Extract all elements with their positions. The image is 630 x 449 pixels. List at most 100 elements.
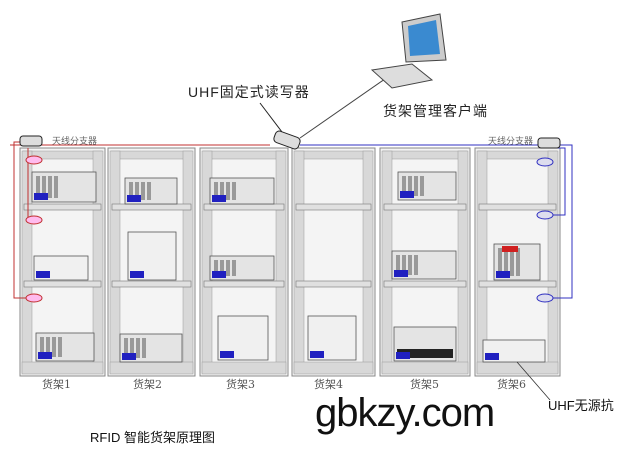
rfid-tag bbox=[122, 353, 136, 360]
cabinet-post bbox=[293, 150, 305, 374]
rack-slot bbox=[214, 260, 218, 276]
rack-slot bbox=[510, 248, 514, 276]
cabinet-top-bar bbox=[202, 150, 286, 160]
shelf-label-2: 货架2 bbox=[133, 378, 162, 391]
rack-slot bbox=[36, 176, 40, 198]
antenna-icon bbox=[25, 155, 43, 165]
antenna-icon bbox=[25, 215, 43, 225]
watermark: gbkzy.com bbox=[315, 391, 495, 435]
antenna-icon bbox=[536, 293, 554, 303]
rack-slot bbox=[226, 182, 230, 200]
keyboard-icon bbox=[370, 63, 434, 89]
shelf-board bbox=[478, 280, 557, 288]
network-cable bbox=[299, 71, 396, 139]
rack-slot bbox=[414, 255, 418, 275]
rack-slot bbox=[142, 338, 146, 358]
rfid-tag bbox=[310, 351, 324, 358]
rack-slot bbox=[48, 176, 52, 198]
shelf-board bbox=[383, 203, 467, 211]
cabinet-post bbox=[362, 150, 374, 374]
shelf-label-4: 货架4 bbox=[314, 378, 343, 391]
cabinet-base bbox=[293, 361, 374, 375]
rfid-tag bbox=[485, 353, 499, 360]
reader-label: UHF固定式读写器 bbox=[188, 84, 310, 100]
antenna-icon bbox=[25, 293, 43, 303]
rack-slot bbox=[135, 182, 139, 200]
rack-slot bbox=[402, 255, 406, 275]
rfid-tag bbox=[130, 271, 144, 278]
shelf-board bbox=[111, 280, 192, 288]
cabinet-post bbox=[457, 150, 469, 374]
rfid-tag bbox=[34, 193, 48, 200]
antenna-icon bbox=[536, 157, 554, 167]
rfid-tag bbox=[394, 270, 408, 277]
cabinet-post bbox=[275, 150, 287, 374]
rfid-tag bbox=[38, 352, 52, 359]
cabinet-base bbox=[476, 361, 559, 375]
rack-slot bbox=[232, 260, 236, 276]
cabinet-base bbox=[201, 361, 287, 375]
cabinet-frame bbox=[291, 147, 376, 377]
cabinet-post bbox=[21, 150, 33, 374]
client-label: 货架管理客户端 bbox=[383, 103, 488, 119]
diagram-title: RFID 智能货架原理图 bbox=[90, 430, 215, 445]
shelf-board bbox=[478, 203, 557, 211]
reader-pointer bbox=[259, 102, 283, 133]
shelf-board bbox=[203, 280, 285, 288]
splitter-left-icon bbox=[19, 135, 43, 147]
rack-slot bbox=[54, 176, 58, 198]
shelf-board bbox=[23, 280, 102, 288]
shelf-label-3: 货架3 bbox=[226, 378, 255, 391]
rack-slot bbox=[232, 182, 236, 200]
rack-slot bbox=[52, 337, 56, 357]
rfid-tag bbox=[36, 271, 50, 278]
rack-slot bbox=[136, 338, 140, 358]
shelf-board bbox=[295, 203, 372, 211]
rfid-tag bbox=[220, 351, 234, 358]
rfid-tag bbox=[212, 195, 226, 202]
rack-slot bbox=[396, 255, 400, 275]
shelf-label-5: 货架5 bbox=[410, 378, 439, 391]
rack-slot bbox=[124, 338, 128, 358]
cable-right-drop bbox=[548, 147, 566, 216]
cabinet-base bbox=[109, 361, 194, 375]
rack-slot bbox=[147, 182, 151, 200]
shelf-board bbox=[111, 203, 192, 211]
splitter-left-label: 天线分支器 bbox=[52, 137, 98, 147]
rack-slot bbox=[141, 182, 145, 200]
tag-label: UHF无源抗 bbox=[548, 398, 614, 413]
splitter-right-label: 天线分支器 bbox=[488, 137, 534, 147]
monitor-screen bbox=[408, 20, 440, 56]
tag-pointer bbox=[516, 361, 551, 401]
cabinet-base bbox=[21, 361, 104, 375]
cabinet-top-bar bbox=[110, 150, 193, 160]
rack-slot bbox=[414, 176, 418, 196]
rack-slot bbox=[129, 182, 133, 200]
rack-slot bbox=[498, 248, 502, 276]
rack-slot bbox=[220, 260, 224, 276]
cabinet-top-bar bbox=[382, 150, 468, 160]
equipment-rack bbox=[35, 332, 95, 362]
rack-slot bbox=[408, 255, 412, 275]
rack-slot bbox=[40, 337, 44, 357]
alert-indicator bbox=[502, 246, 518, 252]
cable-right-drop bbox=[548, 144, 573, 299]
shelf-board bbox=[295, 280, 372, 288]
cabinet-top-bar bbox=[294, 150, 373, 160]
rack-slot bbox=[46, 337, 50, 357]
cabinet-post bbox=[381, 150, 393, 374]
cabinet-post bbox=[182, 150, 194, 374]
cabinet-post bbox=[109, 150, 121, 374]
rack-slot bbox=[130, 338, 134, 358]
rack-slot bbox=[42, 176, 46, 198]
shelf-label-1: 货架1 bbox=[42, 378, 71, 391]
shelf-board bbox=[23, 203, 102, 211]
rfid-tag bbox=[496, 271, 510, 278]
rfid-tag bbox=[212, 271, 226, 278]
equipment-panel bbox=[397, 349, 453, 358]
cabinet-base bbox=[381, 361, 469, 375]
cabinet-post bbox=[547, 150, 559, 374]
antenna-icon bbox=[536, 210, 554, 220]
